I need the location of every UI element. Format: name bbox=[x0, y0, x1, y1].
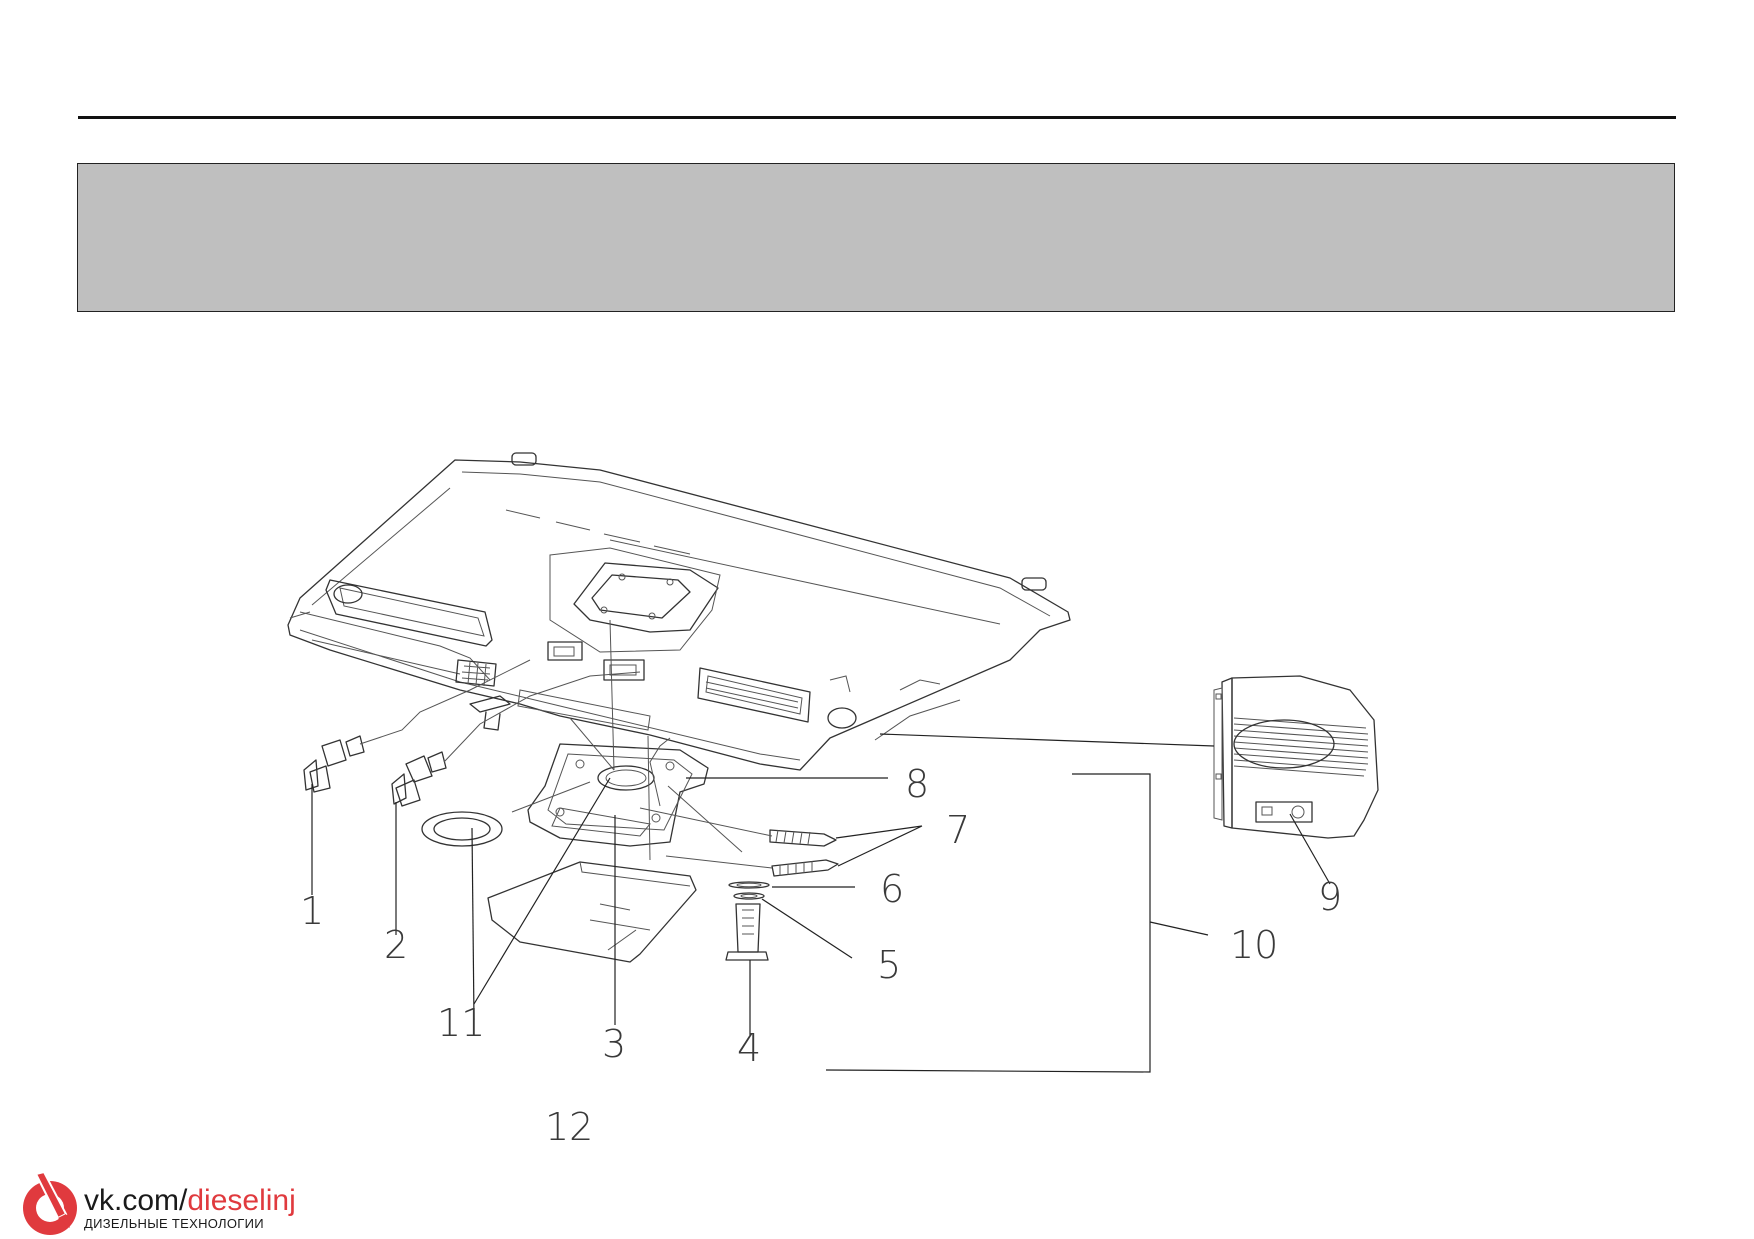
watermark-prefix: vk.com/ bbox=[84, 1184, 188, 1217]
part-2-switch-connector bbox=[391, 671, 641, 807]
callout-11: 11 bbox=[437, 1001, 485, 1045]
watermark-name: dieselinj bbox=[187, 1184, 296, 1217]
callout-numbers: 1 2 3 4 5 6 7 8 9 10 11 12 bbox=[300, 762, 1342, 1149]
part-7-screws bbox=[769, 829, 839, 877]
part-3-lens-cover bbox=[487, 861, 697, 963]
header-rule bbox=[78, 116, 1676, 119]
headliner-panel bbox=[287, 452, 1071, 771]
callout-3: 3 bbox=[602, 1022, 626, 1066]
part-1-switch-connector bbox=[303, 659, 531, 793]
callout-4: 4 bbox=[737, 1026, 761, 1070]
watermark-subtitle: ДИЗЕЛЬНЫЕ ТЕХНОЛОГИИ bbox=[84, 1216, 264, 1231]
callout-10: 10 bbox=[1230, 923, 1278, 967]
callout-7: 7 bbox=[946, 808, 970, 852]
part-6-washer bbox=[728, 881, 770, 889]
part-4-bolt bbox=[725, 903, 769, 961]
callout-6: 6 bbox=[880, 867, 904, 911]
callout-12: 12 bbox=[545, 1105, 593, 1149]
title-band bbox=[77, 163, 1675, 312]
callout-1: 1 bbox=[300, 889, 324, 933]
watermark-link[interactable]: vk.com/dieselinj bbox=[84, 1186, 296, 1216]
callout-5: 5 bbox=[877, 943, 901, 987]
part-12-ring bbox=[421, 811, 503, 847]
part-9-speaker-console bbox=[1213, 675, 1379, 839]
callout-9: 9 bbox=[1318, 875, 1342, 919]
part-5-washer bbox=[733, 892, 765, 900]
leader-lines bbox=[311, 619, 1331, 1073]
injector-pin-icon bbox=[23, 1170, 77, 1235]
callout-8: 8 bbox=[905, 762, 929, 806]
callout-2: 2 bbox=[384, 923, 408, 967]
